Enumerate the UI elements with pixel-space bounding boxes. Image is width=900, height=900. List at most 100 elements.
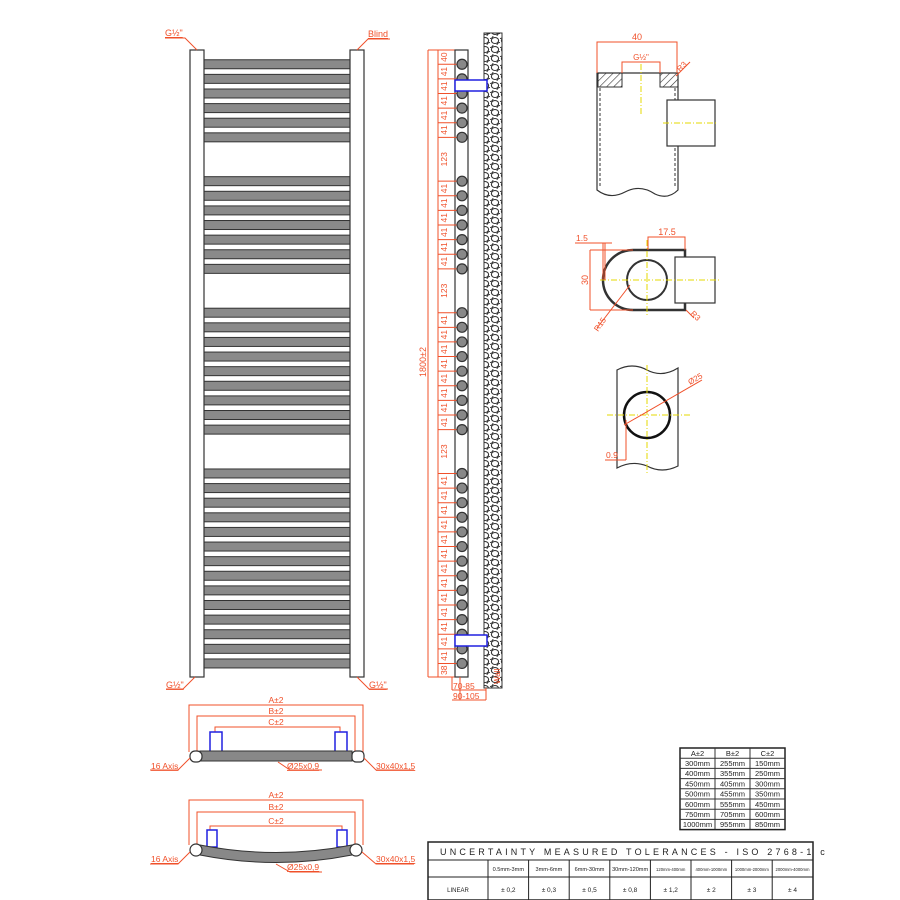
- label-top-right: Blind: [368, 29, 388, 39]
- tube-section: [456, 482, 468, 494]
- tube-section: [456, 511, 468, 523]
- tube-section: [456, 584, 468, 596]
- tolerance-value: ± 0,2: [501, 887, 516, 894]
- towel-bar: [203, 658, 351, 669]
- spacing-label: 41: [439, 125, 449, 135]
- tube-section: [456, 219, 468, 231]
- spacing-label: 40: [439, 52, 449, 62]
- wall-distance-2: 90-105: [453, 691, 480, 701]
- size-table-header: A±2: [691, 749, 704, 758]
- plan1-axis: 16 Axis: [151, 761, 178, 771]
- plan-view-straight: A±2 B±2 C±2 16 Axis Ø25x0,9 30x40x1,5: [150, 695, 415, 771]
- tube-section: [456, 131, 468, 143]
- towel-bar: [203, 512, 351, 523]
- detail-middle-width: 17.5: [658, 227, 676, 237]
- size-table-cell: 255mm: [720, 759, 745, 768]
- label-bottom-right: G½": [369, 680, 387, 690]
- detail-middle-radius-large: R15: [592, 316, 608, 334]
- spacing-label: 41: [439, 505, 449, 515]
- towel-bar: [203, 322, 351, 333]
- towel-bar: [203, 380, 351, 391]
- size-table-cell: 250mm: [755, 769, 780, 778]
- spacing-label: 41: [439, 330, 449, 340]
- detail-middle-radius-small: R3: [689, 309, 703, 323]
- tolerance-value: ± 1,2: [663, 887, 678, 894]
- spacing-label: 41: [439, 227, 449, 237]
- spacing-label: 41: [439, 607, 449, 617]
- tolerance-value: ± 0,8: [623, 887, 638, 894]
- plan2-axis: 16 Axis: [151, 854, 178, 864]
- plan2-rail: 30x40x1,5: [376, 854, 415, 864]
- plan2-a: A±2: [268, 790, 283, 800]
- height-label: 1800±2: [418, 347, 428, 377]
- tolerance-value: ± 2: [707, 887, 716, 894]
- size-table-cell: 405mm: [720, 779, 745, 788]
- label-bottom-left: G½": [166, 680, 184, 690]
- tube-section: [456, 175, 468, 187]
- spacing-label: 41: [439, 344, 449, 354]
- detail-middle: 17.5 1.5 30 R15 R3: [575, 227, 720, 333]
- tube-section: [456, 657, 468, 670]
- size-table-cell: 705mm: [720, 810, 745, 819]
- size-table-cell: 400mm: [685, 769, 710, 778]
- front-bars: [203, 59, 351, 669]
- tube-section: [456, 117, 468, 129]
- tube-section: [456, 394, 468, 406]
- size-table-cell: 350mm: [755, 790, 780, 799]
- size-table-cell: 750mm: [685, 810, 710, 819]
- towel-bar: [203, 132, 351, 143]
- spacing-label: 41: [439, 257, 449, 267]
- towel-bar: [203, 556, 351, 567]
- size-table-cell: 555mm: [720, 800, 745, 809]
- towel-bar: [203, 424, 351, 435]
- spacing-label: 123: [439, 152, 449, 166]
- detail-top: 40 G½" R3: [596, 32, 718, 197]
- leader-top-right: [356, 38, 390, 51]
- spacing-label: 38: [439, 665, 449, 675]
- towel-bar: [203, 526, 351, 537]
- spacing-label: 41: [439, 315, 449, 325]
- size-table-cell: 450mm: [755, 800, 780, 809]
- size-table-header: C±2: [761, 749, 775, 758]
- tube-section: [456, 204, 468, 217]
- tolerance-row-label: LINEAR: [447, 888, 469, 894]
- tolerance-range: 2000mm-4000mm: [776, 867, 810, 872]
- towel-bar: [203, 176, 351, 187]
- tube-section: [456, 248, 468, 260]
- tube-section: [456, 321, 468, 333]
- tube-section: [456, 350, 468, 363]
- towel-bar: [203, 643, 351, 654]
- towel-bar: [203, 190, 351, 201]
- tolerance-range: 0.5mm-3mm: [493, 867, 525, 873]
- tolerance-range: 1000mm-2000mm: [735, 867, 769, 872]
- spacing-label: 41: [439, 534, 449, 544]
- spacing-label: 41: [439, 637, 449, 647]
- side-view: Wall 1800±2 4041414141411234141414141411…: [418, 32, 503, 701]
- spacing-label: 41: [439, 563, 449, 573]
- towel-bar: [203, 585, 351, 596]
- plan1-a: A±2: [268, 695, 283, 705]
- towel-bar: [203, 395, 351, 406]
- side-rail: [454, 49, 469, 678]
- towel-bar: [203, 483, 351, 494]
- detail-top-thread: G½": [633, 53, 649, 62]
- wall-label: Wall: [493, 669, 502, 684]
- towel-bar: [203, 351, 351, 362]
- towel-bar: [203, 249, 351, 260]
- wall: [483, 32, 503, 689]
- right-rail: [349, 49, 365, 678]
- towel-bar: [203, 336, 351, 347]
- left-rail: [189, 49, 205, 678]
- leader-bottom-right: [356, 676, 388, 690]
- spacing-label: 41: [439, 490, 449, 500]
- spacing-label: 41: [439, 403, 449, 413]
- tolerance-table: UNCERTAINTY MEASURED TOLERANCES - ISO 27…: [427, 841, 825, 900]
- spacing-label: 41: [439, 198, 449, 208]
- spacing-label: 41: [439, 651, 449, 661]
- size-table-cell: 500mm: [685, 790, 710, 799]
- tube-section: [456, 307, 468, 319]
- size-table-cell: 600mm: [755, 810, 780, 819]
- size-table-cell: 455mm: [720, 790, 745, 799]
- wall-distance-dims: [451, 677, 487, 701]
